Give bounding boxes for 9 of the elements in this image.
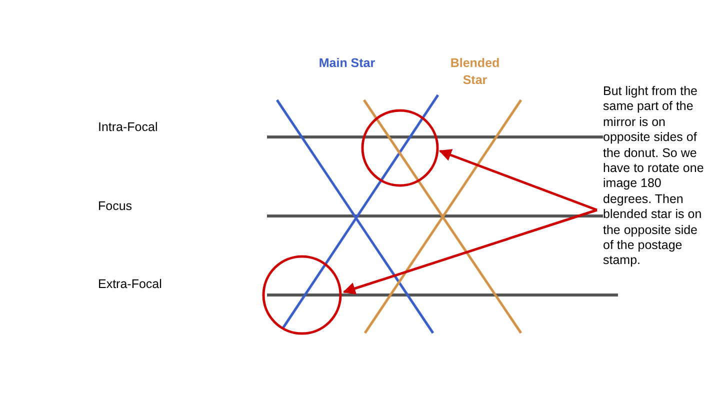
star-label: Main Star: [318, 55, 376, 72]
arrow: [438, 149, 598, 212]
highlight-circle: [262, 255, 342, 335]
plane-label: Intra-Focal: [98, 120, 159, 134]
highlight-circle: [361, 109, 439, 187]
arrow: [342, 208, 598, 294]
star-label: Blended Star: [449, 55, 501, 89]
plane-label: Focus: [98, 199, 134, 213]
plane-label: Extra-Focal: [98, 277, 163, 291]
